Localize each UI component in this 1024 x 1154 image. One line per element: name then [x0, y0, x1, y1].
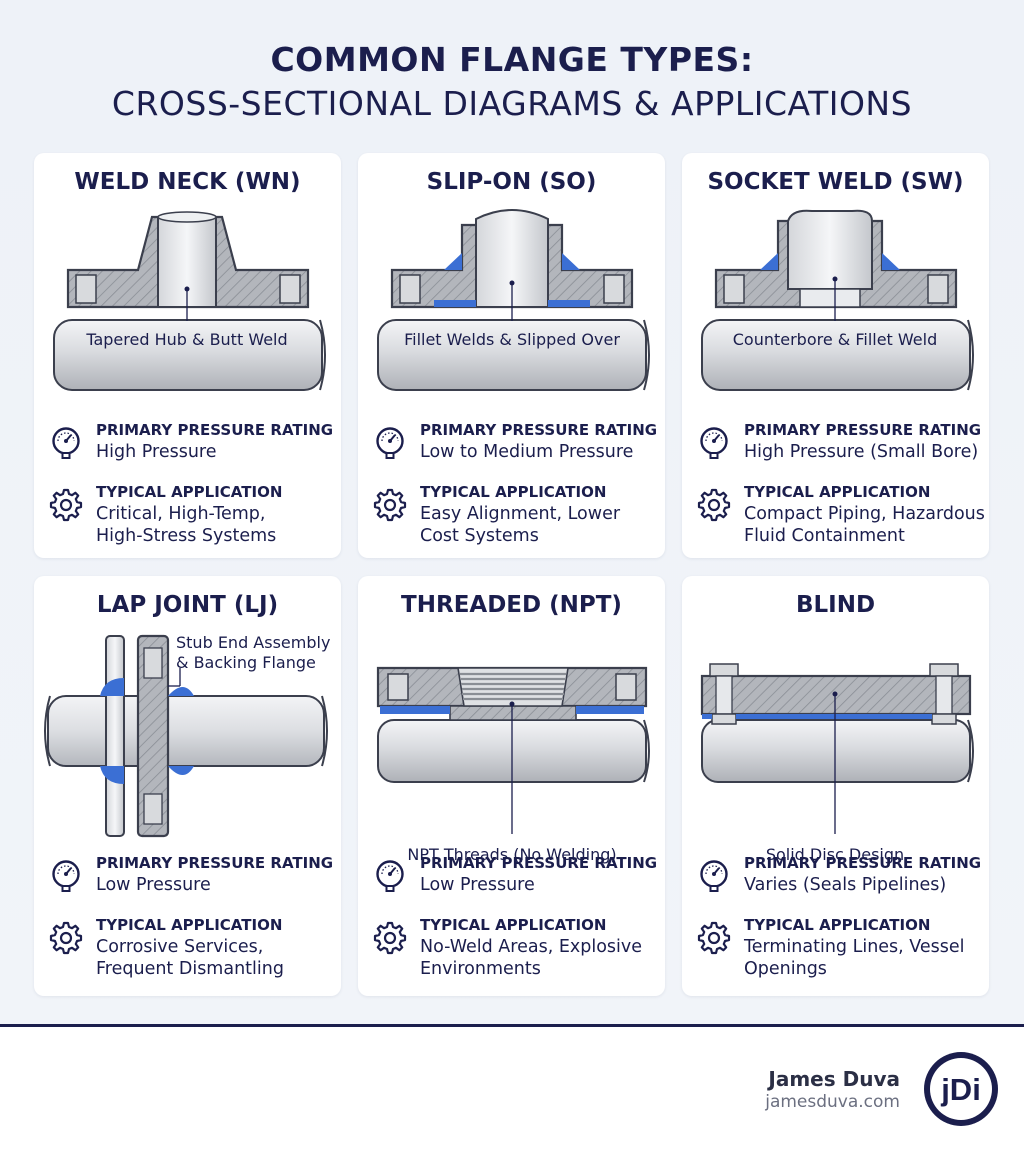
pressure-row: PRIMARY PRESSURE RATING High Pressure (S… — [696, 421, 991, 477]
author-site-link[interactable]: jamesduva.com — [765, 1092, 900, 1112]
application-label: TYPICAL APPLICATION — [744, 483, 931, 501]
pressure-label: PRIMARY PRESSURE RATING — [420, 421, 658, 439]
gear-icon — [372, 487, 408, 523]
gear-icon — [48, 920, 84, 956]
application-label: TYPICAL APPLICATION — [420, 483, 607, 501]
pressure-value: High Pressure — [96, 442, 217, 462]
application-value: Critical, High-Temp,High-Stress Systems — [96, 504, 277, 546]
application-value: Corrosive Services,Frequent Dismantling — [96, 937, 284, 979]
card-title: LAP JOINT (LJ) — [96, 592, 279, 618]
gear-icon — [48, 487, 84, 523]
application-row: TYPICAL APPLICATION Easy Alignment, Lowe… — [372, 483, 667, 546]
pressure-row: PRIMARY PRESSURE RATING High Pressure — [48, 421, 343, 477]
pressure-gauge-icon — [48, 425, 84, 461]
diagram-callout-line2: & Backing Flange — [176, 653, 316, 672]
socket-weld-diagram: Counterbore & Fillet Weld — [701, 209, 974, 391]
pressure-row: PRIMARY PRESSURE RATING Low Pressure — [48, 854, 343, 910]
pressure-value: Low Pressure — [96, 875, 211, 895]
diagram-callout: Tapered Hub & Butt Weld — [85, 330, 287, 349]
application-label: TYPICAL APPLICATION — [420, 916, 607, 934]
footer-divider — [0, 1024, 1024, 1027]
pressure-value: Low Pressure — [420, 875, 535, 895]
diagram-callout: NPT Threads (No Welding) — [407, 845, 616, 864]
info-panel: PRIMARY PRESSURE RATING Varies (Seals Pi… — [696, 854, 991, 979]
info-panel: PRIMARY PRESSURE RATING Low Pressure TYP… — [372, 854, 667, 979]
card-title: WELD NECK (WN) — [74, 169, 301, 195]
pressure-row: PRIMARY PRESSURE RATING Low to Medium Pr… — [372, 421, 667, 477]
diagram-callout: Solid Disc Design — [766, 845, 904, 864]
diagram-callout: Fillet Welds & Slipped Over — [404, 330, 620, 349]
application-label: TYPICAL APPLICATION — [744, 916, 931, 934]
application-label: TYPICAL APPLICATION — [96, 483, 283, 501]
lap-joint-diagram: Stub End Assembly & Backing Flange — [44, 633, 330, 838]
info-panel: PRIMARY PRESSURE RATING Low to Medium Pr… — [372, 421, 667, 546]
jdi-logo: jDi — [924, 1052, 998, 1126]
author-name: James Duva — [768, 1067, 900, 1091]
card-threaded: THREADED (NPT) NPT Threads (No Welding) … — [358, 576, 665, 996]
pressure-gauge-icon — [372, 425, 408, 461]
card-lap-joint: LAP JOINT (LJ) Stub End Assembly & Backi… — [34, 576, 341, 996]
card-title: SLIP-ON (SO) — [426, 169, 597, 195]
gear-icon — [696, 920, 732, 956]
gear-icon — [696, 487, 732, 523]
card-weld-neck: WELD NECK (WN) Tapered Hub & Butt Weld P… — [34, 153, 341, 558]
card-title: SOCKET WELD (SW) — [707, 169, 964, 195]
card-socket-weld: SOCKET WELD (SW) Counterbore & Fillet We… — [682, 153, 989, 558]
pressure-value: High Pressure (Small Bore) — [744, 442, 979, 462]
page-title: COMMON FLANGE TYPES: — [270, 40, 754, 79]
logo-text: jDi — [940, 1072, 981, 1107]
application-row: TYPICAL APPLICATION Corrosive Services,F… — [48, 916, 343, 979]
info-panel: PRIMARY PRESSURE RATING Low Pressure TYP… — [48, 854, 343, 979]
pressure-gauge-icon — [48, 858, 84, 894]
pressure-row: PRIMARY PRESSURE RATING Varies (Seals Pi… — [696, 854, 991, 910]
pressure-label: PRIMARY PRESSURE RATING — [96, 854, 334, 872]
application-row: TYPICAL APPLICATION No-Weld Areas, Explo… — [372, 916, 667, 979]
pressure-label: PRIMARY PRESSURE RATING — [744, 421, 982, 439]
card-title: THREADED (NPT) — [401, 592, 622, 618]
diagram-callout-line1: Stub End Assembly — [176, 633, 330, 652]
blind-diagram: Solid Disc Design — [700, 663, 974, 864]
info-panel: PRIMARY PRESSURE RATING High Pressure TY… — [48, 421, 343, 546]
pressure-label: PRIMARY PRESSURE RATING — [744, 854, 982, 872]
info-panel: PRIMARY PRESSURE RATING High Pressure (S… — [696, 421, 991, 546]
slip-on-diagram: Fillet Welds & Slipped Over — [377, 209, 650, 391]
application-label: TYPICAL APPLICATION — [96, 916, 283, 934]
application-row: TYPICAL APPLICATION Critical, High-Temp,… — [48, 483, 343, 546]
gear-icon — [372, 920, 408, 956]
pressure-gauge-icon — [696, 858, 732, 894]
pressure-label: PRIMARY PRESSURE RATING — [420, 854, 658, 872]
card-title: BLIND — [795, 592, 876, 618]
diagram-callout: Counterbore & Fillet Weld — [733, 330, 938, 349]
pressure-gauge-icon — [372, 858, 408, 894]
pressure-gauge-icon — [696, 425, 732, 461]
pressure-value: Varies (Seals Pipelines) — [744, 875, 947, 895]
card-slip-on: SLIP-ON (SO) Fillet Welds & Slipped Over… — [358, 153, 665, 558]
card-blind: BLIND Solid Disc Design PRIMARY PRESSURE… — [682, 576, 989, 996]
pressure-row: PRIMARY PRESSURE RATING Low Pressure — [372, 854, 667, 910]
threaded-diagram: NPT Threads (No Welding) — [376, 666, 650, 864]
page-subtitle: CROSS-SECTIONAL DIAGRAMS & APPLICATIONS — [111, 84, 913, 123]
application-row: TYPICAL APPLICATION Terminating Lines, V… — [696, 916, 991, 979]
pressure-label: PRIMARY PRESSURE RATING — [96, 421, 334, 439]
application-row: TYPICAL APPLICATION Compact Piping, Haza… — [696, 483, 991, 546]
weld-neck-diagram: Tapered Hub & Butt Weld — [53, 211, 326, 391]
pressure-value: Low to Medium Pressure — [420, 442, 634, 462]
